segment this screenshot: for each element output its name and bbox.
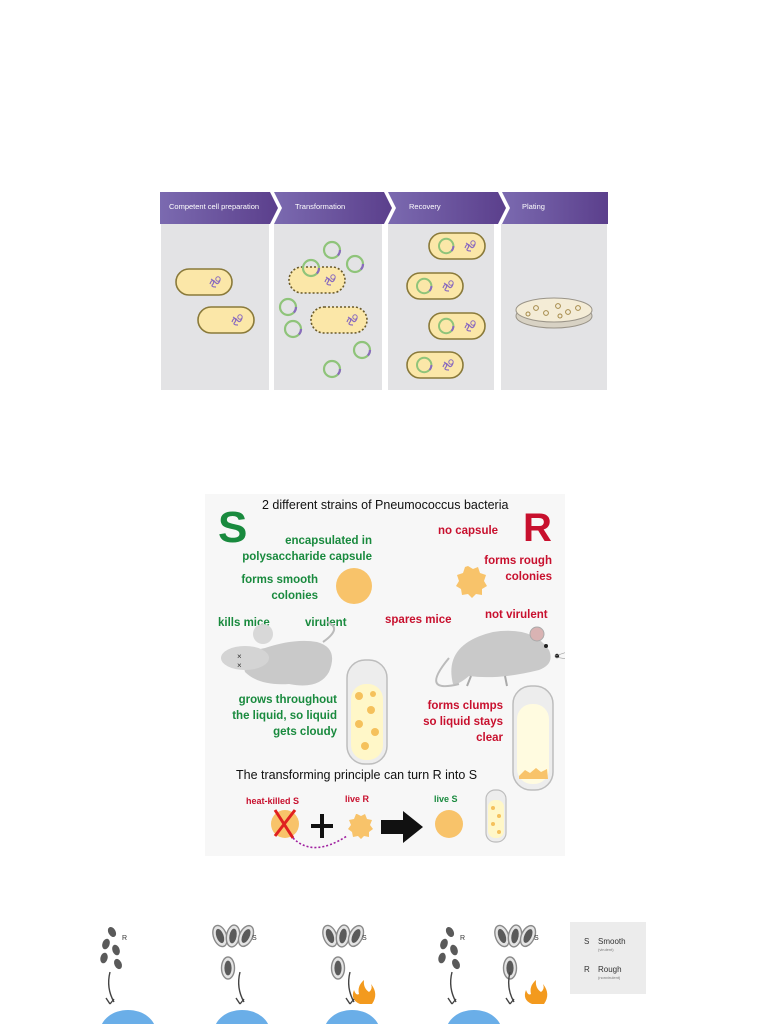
transformation-workflow-figure: Competent cell preparation Transformatio… <box>160 192 608 392</box>
not-virulent-text: not virulent <box>485 609 548 621</box>
free-plasmid <box>322 359 342 379</box>
dna-transfer-arrow <box>292 835 348 849</box>
live-s-label: live S <box>434 794 458 804</box>
result-tube <box>485 789 507 843</box>
spares-mice-text: spares mice <box>385 614 452 626</box>
transforming-cell-2 <box>310 306 368 334</box>
heat-flame-icon <box>524 980 548 1004</box>
experiment-group-3: S <box>322 924 379 1024</box>
legend-key-s: S <box>584 937 590 946</box>
strain-label: R <box>122 935 127 942</box>
rough-bacterium <box>114 958 122 970</box>
mouse-outcome <box>447 1010 501 1024</box>
heat-killed-s-colony <box>271 809 299 839</box>
rough-bacterium <box>445 926 455 938</box>
competent-cell-2 <box>197 306 255 334</box>
workflow-illustrations <box>175 232 593 379</box>
figure-title: 2 different strains of Pneumococcus bact… <box>262 498 509 512</box>
r-capsule-text: no capsule <box>438 525 499 537</box>
recovered-cell-4 <box>406 351 464 379</box>
strain-legend: S Smooth (virulent) R Rough (nonvirulent… <box>570 922 646 994</box>
free-plasmid <box>283 319 303 339</box>
smooth-colony <box>336 568 372 604</box>
stage-arrow-1 <box>160 192 278 224</box>
live-mouse <box>435 626 565 688</box>
r-culture-tube <box>512 685 554 791</box>
strains-illustrations: × × <box>221 566 565 849</box>
legend-key-r: R <box>584 965 590 974</box>
legend-name-smooth: Smooth <box>598 937 626 946</box>
rough-bacterium <box>102 938 110 950</box>
injection-arrow <box>237 971 245 1003</box>
live-s-colony <box>435 810 463 838</box>
heat-flame-icon <box>352 980 376 1004</box>
recovered-cell-1 <box>428 232 486 260</box>
result-arrow <box>381 811 423 843</box>
stage-label-transformation: Transformation <box>295 202 346 211</box>
mouse-outcome <box>215 1010 269 1024</box>
rough-bacterium <box>107 926 117 938</box>
rough-bacterium <box>112 944 120 956</box>
virulent-text: virulent <box>305 617 347 629</box>
live-r-colony <box>348 814 373 839</box>
transforming-cell-1 <box>288 266 346 294</box>
svg-text:×: × <box>237 661 242 670</box>
injection-arrow <box>449 971 457 1003</box>
recovered-cell-3 <box>428 312 486 340</box>
strain-label: R <box>460 935 465 942</box>
free-plasmid <box>352 340 372 360</box>
mouse-outcome <box>325 1010 379 1024</box>
experiment-group-1: R <box>100 926 155 1024</box>
stage-arrow-4 <box>502 192 608 224</box>
petri-dish <box>515 297 593 329</box>
plus-sign <box>311 814 333 838</box>
stage-label-plating: Plating <box>522 202 545 211</box>
rough-bacterium <box>440 938 448 950</box>
stage-arrow-2 <box>274 192 392 224</box>
competent-cell-1 <box>175 268 233 296</box>
legend-note-virulent: (virulent) <box>598 947 614 952</box>
rough-bacterium <box>100 952 108 964</box>
rough-colony <box>456 566 487 598</box>
dead-mouse: × × <box>221 621 335 686</box>
pneumococcus-strains-figure: 2 different strains of Pneumococcus bact… <box>205 494 565 856</box>
kills-mice-text: kills mice <box>218 617 270 629</box>
svg-text:×: × <box>237 652 242 661</box>
rough-bacterium <box>450 944 458 956</box>
recovered-cell-2 <box>406 272 464 300</box>
s-strain-letter: S <box>218 503 248 552</box>
injection-arrow <box>107 971 115 1003</box>
free-plasmid <box>322 240 342 260</box>
strain-label: S <box>362 935 367 942</box>
mouse-outcome <box>101 1010 155 1024</box>
experiment-group-2: S <box>212 924 269 1024</box>
s-culture-tube <box>346 659 388 765</box>
heat-killed-s-label: heat-killed S <box>246 796 300 806</box>
transforming-principle-text: The transforming principle can turn R in… <box>236 768 478 782</box>
legend-note-nonvirulent: (nonvirulent) <box>598 975 621 980</box>
legend-name-rough: Rough <box>598 965 622 974</box>
stage-arrow-3 <box>388 192 506 224</box>
strain-label: S <box>252 935 257 942</box>
live-r-label: live R <box>345 794 370 804</box>
free-plasmid <box>278 297 298 317</box>
stage-label-recovery: Recovery <box>409 202 441 211</box>
r-strain-letter: R <box>523 506 552 550</box>
rough-bacterium <box>452 958 460 970</box>
stage-label-competent: Competent cell preparation <box>169 202 260 211</box>
rough-bacterium <box>438 952 446 964</box>
strain-label: S <box>534 935 539 942</box>
workflow-arrow-banner <box>160 192 608 224</box>
free-plasmid <box>345 254 365 274</box>
